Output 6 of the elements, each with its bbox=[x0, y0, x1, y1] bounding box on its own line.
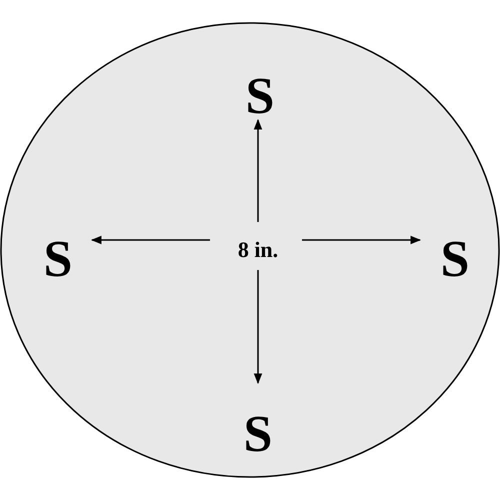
side-letter: S bbox=[244, 409, 272, 461]
side-letter: S bbox=[44, 234, 72, 286]
dimension-label: 8 in. bbox=[238, 239, 278, 261]
side-letter: S bbox=[246, 71, 274, 123]
side-letter: S bbox=[440, 234, 470, 286]
round-plate bbox=[0, 22, 500, 478]
